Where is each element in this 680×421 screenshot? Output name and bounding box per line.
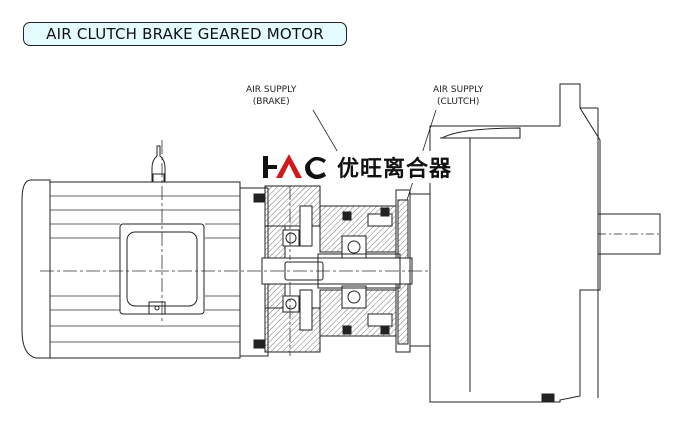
clutch-brake-unit xyxy=(239,185,413,357)
air-supply-brake-label: AIR SUPPLY (BRAKE) xyxy=(246,84,296,108)
air-supply-brake-line2: (BRAKE) xyxy=(252,97,290,107)
hac-logo xyxy=(252,150,332,184)
center-line xyxy=(40,140,430,356)
diagram-title: AIR CLUTCH BRAKE GEARED MOTOR xyxy=(23,22,347,46)
air-supply-clutch-line1: AIR SUPPLY xyxy=(433,85,484,95)
motor-body xyxy=(21,145,241,359)
air-supply-clutch-line2: (CLUTCH) xyxy=(436,97,480,107)
brand-name-chinese: 优旺离合器 xyxy=(337,151,453,183)
gear-reducer-body xyxy=(409,83,661,403)
air-supply-clutch-label: AIR SUPPLY (CLUTCH) xyxy=(433,84,483,108)
air-supply-brake-line1: AIR SUPPLY xyxy=(246,85,297,95)
